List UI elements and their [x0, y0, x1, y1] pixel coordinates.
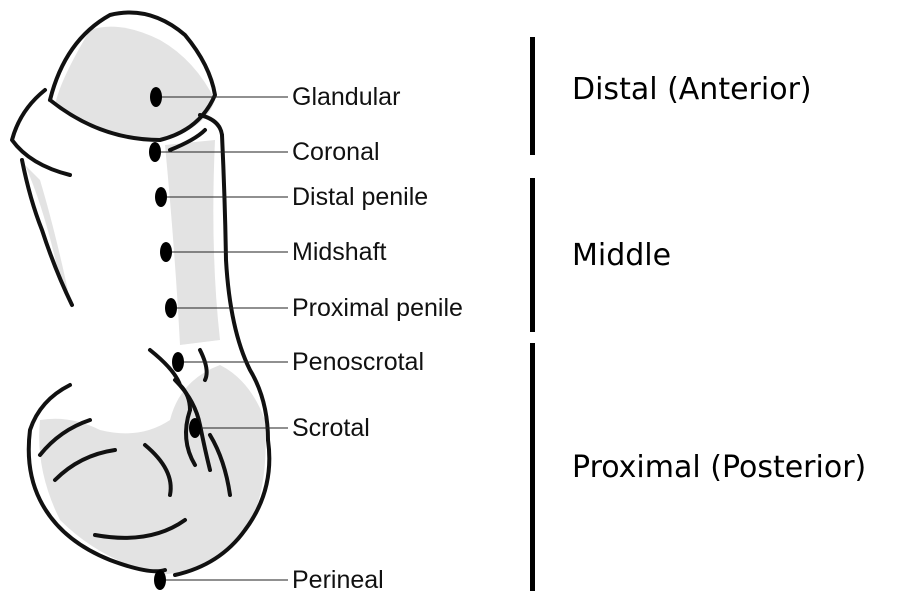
leader-lines: [161, 96, 288, 581]
label-glandular: Glandular: [292, 83, 401, 111]
bracket-middle: [530, 178, 535, 332]
label-distal-penile: Distal penile: [292, 183, 429, 211]
glans-outline: [48, 10, 217, 142]
label-scrotal: Scrotal: [292, 414, 370, 442]
dot-perineal: [154, 570, 166, 590]
dot-glandular: [150, 87, 162, 107]
location-dots: [149, 87, 201, 590]
label-perineal: Perineal: [292, 566, 384, 594]
dot-coronal: [149, 142, 161, 162]
dot-midshaft: [160, 242, 172, 262]
region-middle: Middle: [572, 238, 672, 273]
dot-proximal-penile: [165, 298, 177, 318]
dot-distal-penile: [155, 187, 167, 207]
bracket-distal: [530, 37, 535, 155]
region-proximal: Proximal (Posterior): [572, 450, 867, 485]
label-coronal: Coronal: [292, 138, 380, 166]
bracket-proximal: [530, 343, 535, 591]
label-midshaft: Midshaft: [292, 238, 387, 266]
shading: [25, 26, 266, 575]
dot-scrotal: [189, 418, 201, 438]
dot-penoscrotal: [172, 352, 184, 372]
label-proximal-penile: Proximal penile: [292, 294, 463, 322]
region-distal: Distal (Anterior): [572, 72, 812, 107]
label-penoscrotal: Penoscrotal: [292, 348, 425, 376]
